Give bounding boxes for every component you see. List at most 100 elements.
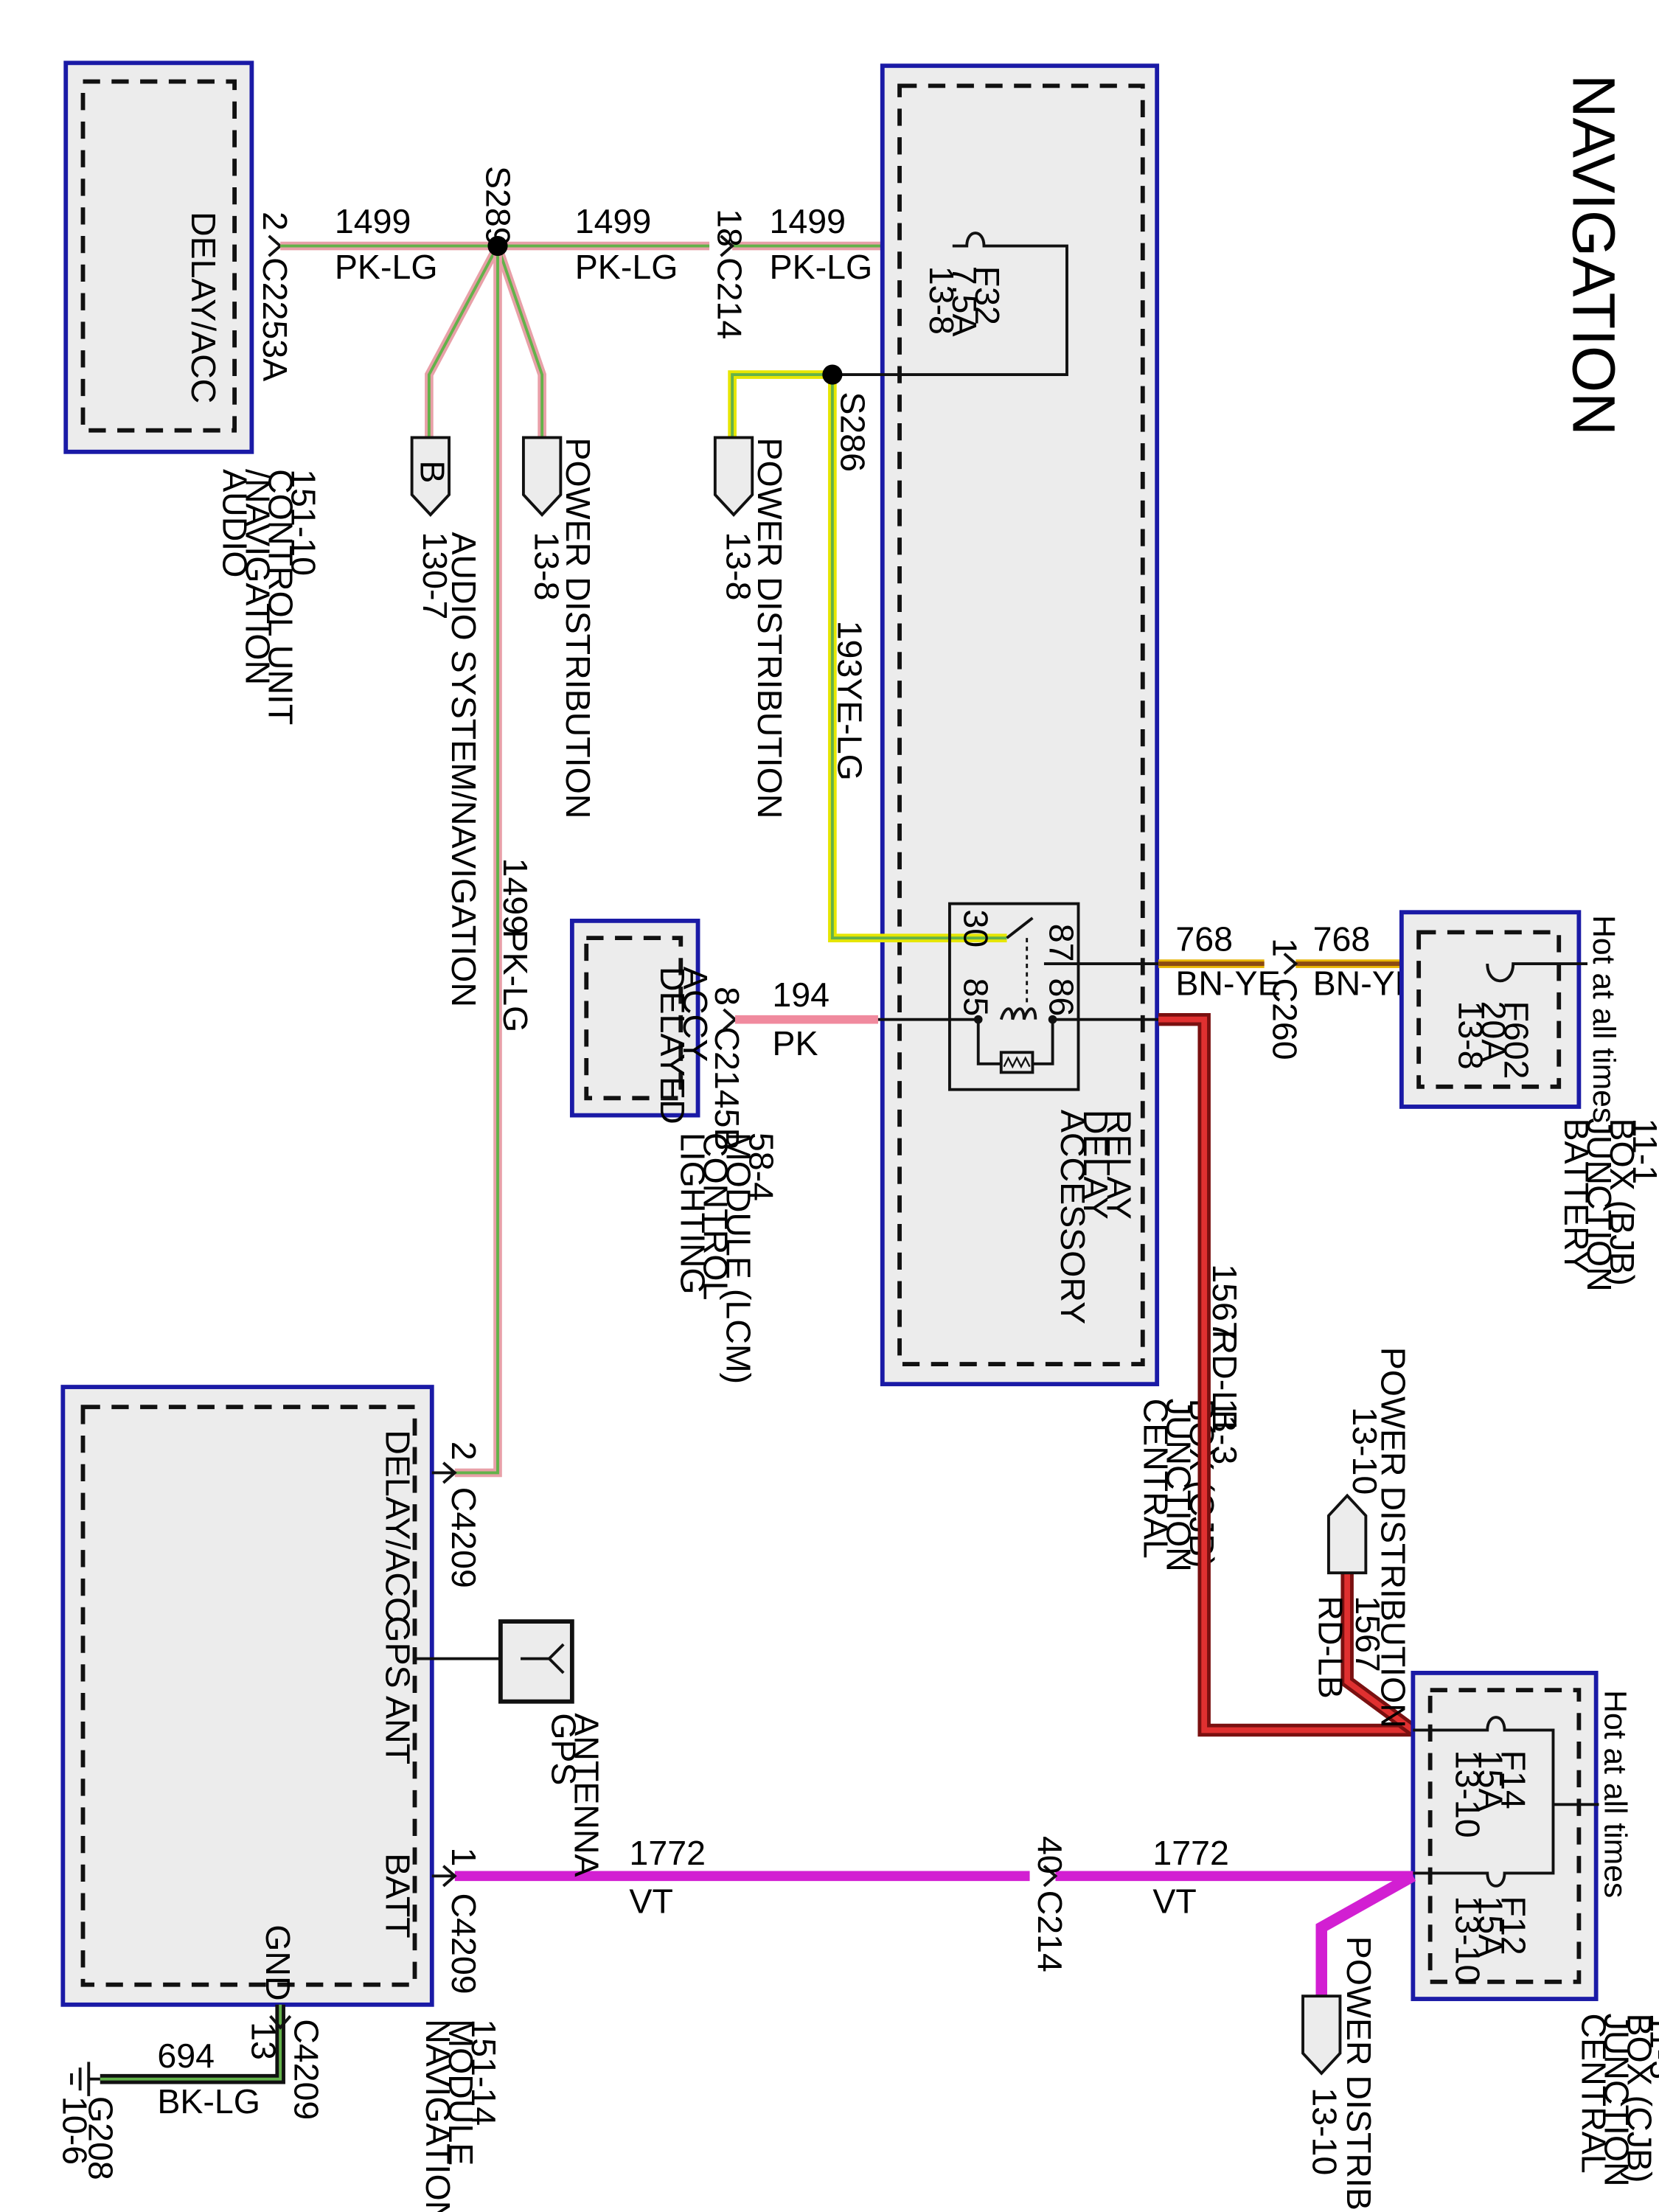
power-distribution-tag-c: POWER DISTRIBUTION 13-10: [1327, 1347, 1413, 1728]
lcm-name-1: LIGHTING: [673, 1133, 712, 1295]
wire-1772: [454, 1871, 1416, 1997]
c214-bottom-name: C214: [1031, 1891, 1069, 1972]
c260-name: C260: [1265, 978, 1304, 1060]
f602-ref: 13-8: [1451, 1001, 1489, 1069]
nav-pin-gps-ant: GPS ANT: [379, 1615, 417, 1764]
wire-768-circuit-b: 768: [1313, 920, 1371, 959]
wire-1772-color-a: VT: [629, 1882, 672, 1921]
audio-unit-pin: 2: [256, 212, 294, 231]
nav-gnd-pin: 13: [244, 2022, 282, 2060]
cjb-top: F32 7.5A 13-8 CENTRAL JUNCTION BOX (CJB)…: [832, 63, 1244, 1572]
c214-top-name: C214: [711, 257, 749, 339]
cjb-bottom-name-4: 11-3: [1643, 2013, 1659, 2079]
wire-194-circuit: 194: [772, 975, 830, 1014]
power-distribution-tag-b: POWER DISTRIBUTION 13-8: [713, 436, 789, 818]
wire-1499-color-c: PK-LG: [770, 248, 873, 286]
nav-batt-pin: 1: [445, 1847, 483, 1866]
audio-unit-name-4: 151-10: [285, 469, 323, 576]
audio-unit-name-1: AUDIO: [216, 469, 254, 577]
nav-gnd-connector: C4209: [288, 2019, 326, 2120]
relay-pin-87: 87: [1043, 924, 1081, 962]
c214-bottom-pin: 40: [1031, 1836, 1069, 1874]
relay-pin-85: 85: [956, 978, 995, 1016]
lcm-connector: C2145B: [708, 1026, 746, 1150]
f602-id: F602: [1498, 1001, 1536, 1079]
cjb-top-name-2: JUNCTION: [1160, 1399, 1198, 1572]
wire-1567-circuit-b: 1567: [1349, 1596, 1387, 1672]
nav-delay-pin: 2: [445, 1441, 483, 1461]
cjb-bottom: Hot at all times F14 15A 13-10 F12 15A 1…: [1411, 1670, 1659, 2196]
splice-s289: [487, 235, 508, 257]
bjb-name-2: JUNCTION: [1580, 1118, 1618, 1291]
svg-text:GPS ANTENNA: GPS ANTENNA: [545, 1713, 606, 1877]
wire-1772-circuit-b: 1772: [1152, 1834, 1229, 1872]
audio-unit-connector: C2253A: [256, 257, 294, 381]
wire-694-circuit: 694: [157, 2037, 215, 2075]
gps-antenna: GPS ANTENNA: [498, 1619, 606, 1877]
wire-768-color-a: BN-YE: [1175, 964, 1280, 1003]
connector-c214-bottom: 40 C214: [1031, 1836, 1069, 1972]
f12-rating: 15A: [1472, 1896, 1510, 1957]
c260-pin: 1: [1265, 938, 1304, 957]
ground-ref: 10-6: [55, 2096, 94, 2165]
c214-top-pin: 18: [711, 209, 749, 247]
svg-text:NAVIGATION MODULE: NAVIGATION MODULE 151-14: [419, 2019, 503, 2212]
bjb-name-1: BATTERY: [1557, 1118, 1596, 1273]
audio-system-label: AUDIO SYSTEM/NAVIGATION: [445, 532, 483, 1007]
bjb-note: Hot at all times: [1586, 915, 1621, 1123]
f602-rating: 20A: [1474, 1001, 1512, 1062]
wire-1567-circuit-a: 1567: [1206, 1264, 1244, 1340]
lcm-name-3: MODULE (LCM): [719, 1133, 757, 1384]
nav-name-1: NAVIGATION: [419, 2019, 457, 2212]
navigation-module: DELAY/ACC GPS ANT BATT GND NAVIGATION MO…: [60, 1385, 503, 2212]
pd-d-label: POWER DISTRIBUTION: [1340, 1936, 1378, 2212]
pd-b-ref: 13-8: [719, 532, 757, 600]
wire-1772-color-b: VT: [1152, 1882, 1196, 1921]
lighting-control-module: DELAYED ACCY LIGHTING CONTROL MODULE (LC…: [569, 918, 780, 1394]
wire-194-color: PK: [772, 1024, 818, 1062]
wire-1567-color-b: RD-LB: [1311, 1596, 1349, 1699]
cjb-bottom-name-3: BOX (CJB): [1620, 2013, 1658, 2183]
audio-unit-name-3: CONTROL UNIT: [262, 469, 300, 725]
connector-c260: 1 C260: [1265, 938, 1304, 1060]
wire-1772-circuit-a: 1772: [629, 1834, 706, 1872]
pd-a-label: POWER DISTRIBUTION: [559, 437, 597, 818]
cjb-bottom-name-2: JUNCTION: [1597, 2013, 1635, 2186]
nav-pin-gnd: GND: [259, 1924, 297, 2000]
svg-text:DELAYED ACCY: DELAYED ACCY: [653, 967, 714, 1134]
connector-c214-top: 18 C214: [711, 209, 749, 339]
nav-batt-connector: C4209: [445, 1893, 483, 1994]
svg-text:LIGHTING CONTROL M: LIGHTING CONTROL MODULE (LCM) 58-4: [673, 1133, 780, 1394]
wire-1499-color-b: PK-LG: [575, 248, 678, 286]
nav-delay-connector: C4209: [445, 1487, 483, 1588]
svg-text:ACCESSORY DELAY RE: ACCESSORY DELAY RELAY: [1054, 1110, 1138, 1334]
lcm-pin: 8: [708, 987, 746, 1006]
relay-name-3: RELAY: [1099, 1110, 1138, 1220]
b-tag-letter: B: [413, 460, 451, 483]
wire-1499-circuit-b: 1499: [575, 202, 652, 240]
pd-a-ref: 13-8: [527, 532, 566, 600]
f12-ref: 13-10: [1449, 1896, 1487, 1983]
f14-ref: 13-10: [1449, 1750, 1487, 1838]
svg-text:CENTRAL JUNCTION B: CENTRAL JUNCTION BOX (CJB) 11-3: [1574, 2013, 1659, 2196]
cjb-top-name-1: CENTRAL: [1137, 1399, 1175, 1559]
relay-pin-86: 86: [1043, 978, 1081, 1016]
f12-id: F12: [1495, 1896, 1533, 1955]
lcm-name-4: 58-4: [742, 1133, 780, 1201]
splice-s286: [822, 364, 843, 385]
pd-b-label: POWER DISTRIBUTION: [751, 437, 789, 818]
f32-id: F32: [968, 266, 1006, 325]
wire-1499-color-long: PK-LG: [496, 930, 535, 1033]
wire-1499-circuit-c: 1499: [770, 202, 846, 240]
nav-pin-delay-acc: DELAY/ACC: [379, 1430, 417, 1621]
svg-text:AUDIO /NAVIGATION: AUDIO /NAVIGATION CONTROL UNIT 151-10: [216, 469, 323, 734]
relay-name-1: ACCESSORY: [1054, 1110, 1092, 1324]
bjb-name-4: 11-1: [1626, 1118, 1659, 1184]
ground-name: G208: [81, 2096, 119, 2180]
power-distribution-tag-a: POWER DISTRIBUTION 13-8: [521, 436, 597, 818]
battery-junction-box: Hot at all times F602 20A 13-8 BATTERY J…: [1399, 910, 1659, 1292]
relay-pin-30: 30: [956, 909, 995, 947]
wire-1567-color-a: RD-LB: [1206, 1329, 1244, 1433]
nav-name-2: MODULE: [442, 2019, 480, 2166]
pd-c-label: POWER DISTRIBUTION: [1374, 1347, 1413, 1728]
